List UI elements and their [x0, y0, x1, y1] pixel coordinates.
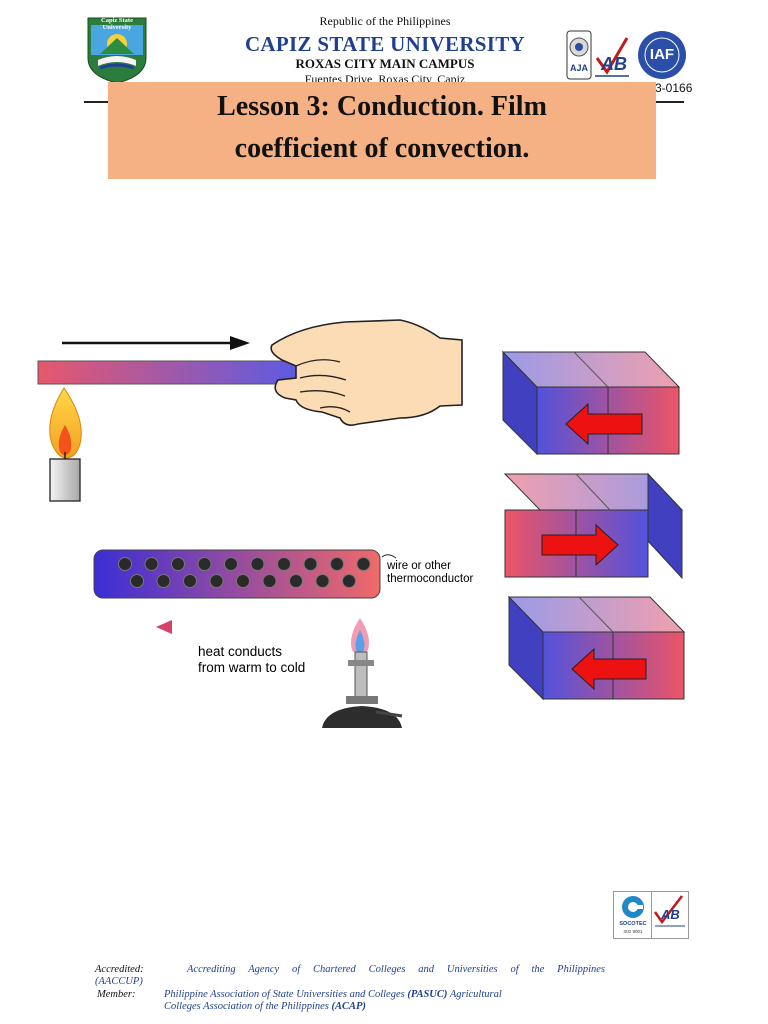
- particle-dot: [224, 557, 238, 571]
- university-seal: Capiz State University: [86, 16, 148, 84]
- particle-dot: [144, 557, 159, 571]
- iaf-logo: IAF: [637, 30, 687, 80]
- socotec-text: SOCOTEC: [619, 921, 647, 927]
- member-text-a: Philippine Association of State Universi…: [164, 989, 408, 1000]
- iaf-logo-text: IAF: [649, 46, 675, 63]
- aja-logo-text: AJA: [569, 63, 588, 73]
- metal-rod: [37, 360, 304, 385]
- university-name: CAPIZ STATE UNIVERSITY: [244, 32, 526, 56]
- ab-small-logo: AB: [651, 891, 689, 939]
- wire-label-line-2: thermoconductor: [387, 573, 474, 585]
- particle-dot: [356, 557, 371, 571]
- member-text-c: Colleges Association of the Philippines: [164, 1001, 332, 1012]
- member-text-line-1: Philippine Association of State Universi…: [164, 989, 502, 1000]
- conduction-illustration: [37, 319, 686, 728]
- block-heat-left-2: [507, 595, 686, 701]
- lesson-banner: [108, 82, 656, 179]
- conductor-tube: [93, 549, 381, 599]
- lesson-title: Lesson 3: Conduction. Film coefficient o…: [108, 86, 656, 170]
- republic-text: Republic of the Philippines: [319, 14, 451, 28]
- arrow-right-icon: [541, 523, 619, 567]
- ab-small-text: AB: [661, 907, 680, 922]
- particle-dot: [277, 557, 291, 571]
- socotec-logo: SOCOTEC ISO 9001: [613, 891, 653, 939]
- particle-dot: [342, 574, 356, 588]
- particle-dot: [118, 557, 132, 571]
- heat-label-line-1: heat conducts: [198, 644, 283, 659]
- member-text-line-2: Colleges Association of the Philippines …: [164, 1001, 366, 1012]
- particle-dot: [250, 557, 265, 571]
- particle-dot: [315, 574, 330, 588]
- particle-dot: [236, 574, 250, 588]
- bunsen-burner-icon: [322, 618, 403, 728]
- aja-logo: AJA: [566, 30, 592, 80]
- hand-icon: [270, 319, 463, 426]
- particle-dot: [156, 574, 171, 588]
- member-abbr-acap: (ACAP): [331, 1001, 366, 1012]
- lesson-title-line-1: Lesson 3: Conduction. Film: [217, 91, 547, 122]
- member-text-b: Agricultural: [447, 989, 502, 1000]
- accredited-text: Accrediting Agency of Chartered Colleges…: [187, 964, 605, 975]
- particle-dot: [197, 557, 212, 571]
- seal-caption: Capiz State University: [101, 17, 133, 31]
- label-pointer: [381, 554, 397, 559]
- particle-dot: [209, 574, 224, 588]
- particle-dot: [303, 557, 318, 571]
- candle-icon: [49, 387, 82, 502]
- iso-text: ISO 9001: [623, 929, 643, 934]
- heat-label-line-2: from warm to cold: [198, 660, 306, 675]
- arrow-left-icon: [565, 402, 643, 446]
- accredited-label: Accredited:: [95, 964, 144, 975]
- direction-arrow: [62, 336, 250, 350]
- accredited-abbr: (AACCUP): [95, 976, 143, 987]
- wire-label-line-1: wire or other: [387, 560, 451, 572]
- particle-dot: [130, 574, 144, 588]
- particle-dot: [183, 574, 197, 588]
- heat-direction-arrow: [156, 620, 310, 634]
- phone-number: 3-0166: [655, 81, 693, 95]
- particle-dot: [262, 574, 277, 588]
- particle-dot: [171, 557, 185, 571]
- member-label: Member:: [97, 989, 136, 1000]
- ab-logo: AB: [593, 34, 631, 80]
- block-heat-right: [503, 472, 684, 580]
- block-heat-left: [501, 350, 681, 456]
- ab-logo-text: AB: [601, 54, 627, 74]
- particle-dot: [330, 557, 344, 571]
- particle-dot: [289, 574, 303, 588]
- particle-group: [118, 557, 371, 588]
- campus-name: ROXAS CITY MAIN CAMPUS: [295, 56, 475, 71]
- member-abbr-pasuc: (PASUC): [407, 989, 448, 1000]
- lesson-title-line-2: coefficient of convection.: [234, 133, 530, 164]
- arrow-left-icon: [571, 647, 647, 691]
